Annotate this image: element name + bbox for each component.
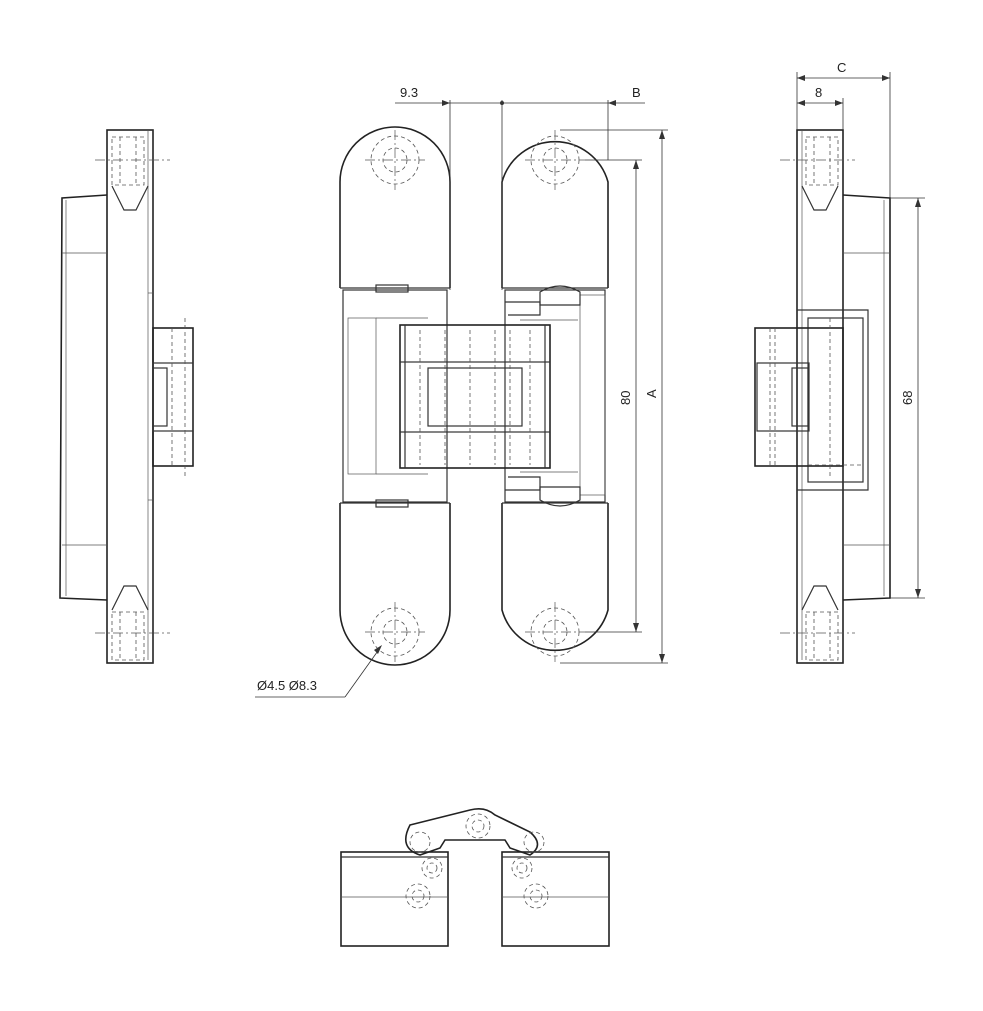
- dim-pin-offset: 9.3: [400, 85, 418, 100]
- dim-c: C: [837, 60, 846, 75]
- dim-inner-height: 80: [618, 391, 633, 405]
- plan-view: [340, 808, 610, 947]
- dim-holes: Ø4.5 Ø8.3: [257, 678, 317, 693]
- dimension-lines: [255, 72, 925, 698]
- dim-body-height: 68: [900, 391, 915, 405]
- right-side-view: [754, 129, 891, 664]
- dim-b: B: [632, 85, 641, 100]
- left-side-view: [59, 129, 194, 664]
- dim-a: A: [644, 389, 659, 398]
- front-view: [339, 126, 609, 666]
- dim-depth: 8: [815, 85, 822, 100]
